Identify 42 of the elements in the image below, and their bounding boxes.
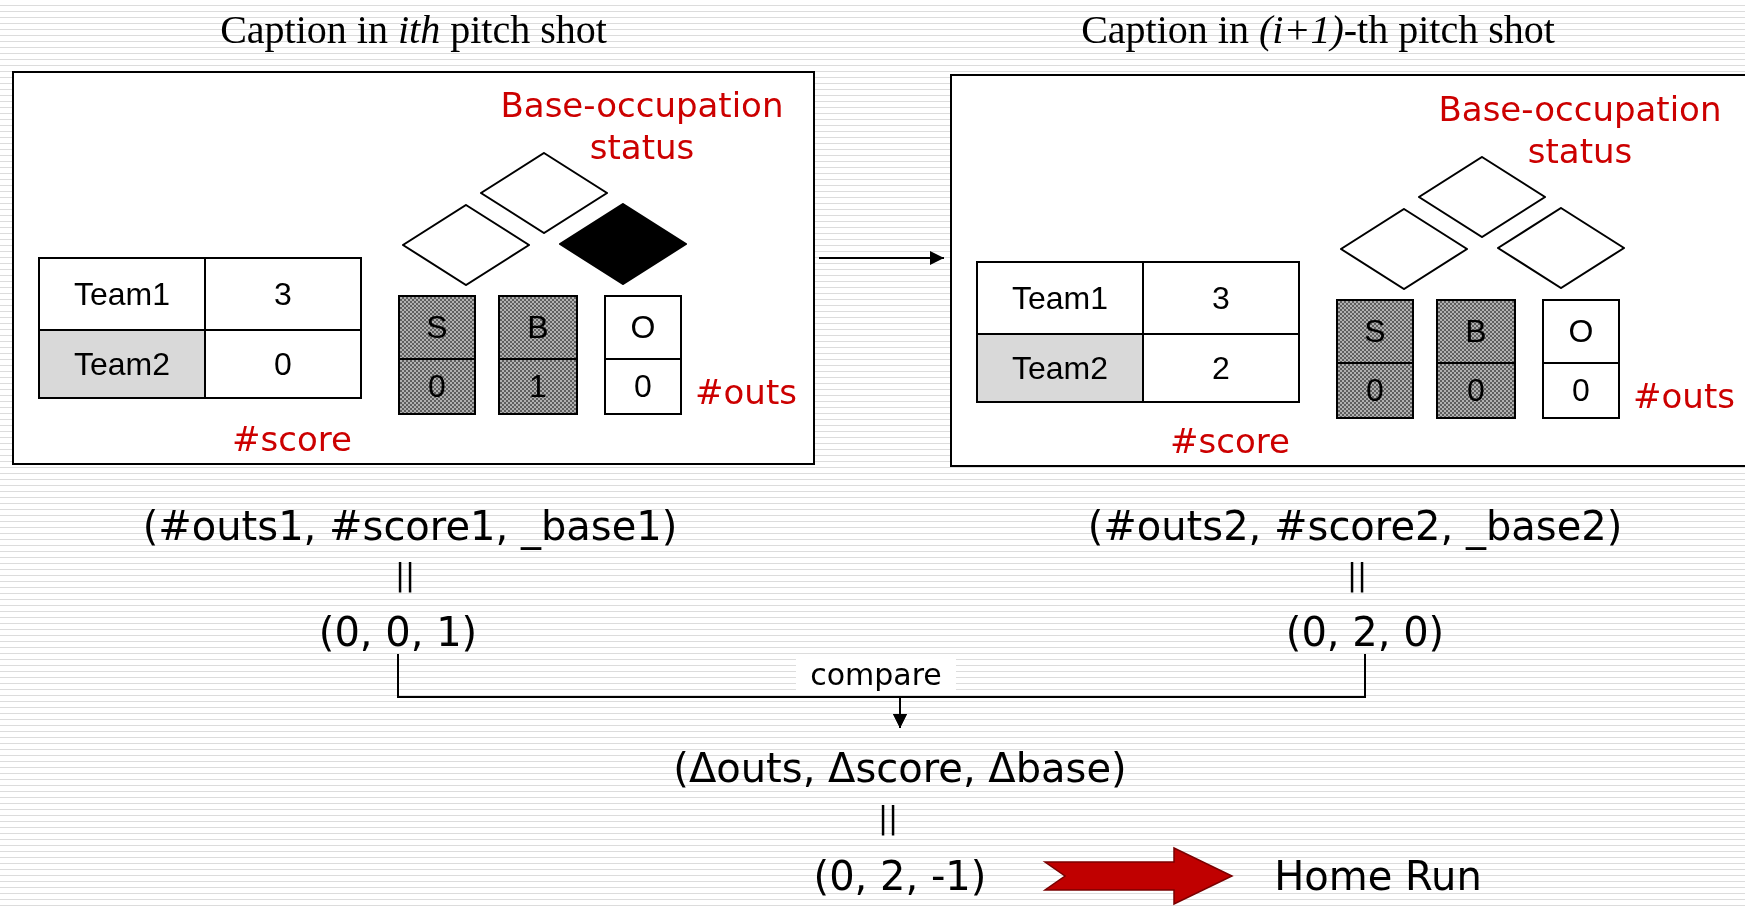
count-value-cell: 1: [498, 358, 578, 415]
delta-tuple-text: (Δouts, Δscore, Δbase): [620, 742, 1180, 794]
state-value-text: (0, 0, 1): [288, 606, 508, 658]
count-label-cell: B: [498, 295, 578, 360]
count-label-cell: S: [1336, 299, 1414, 364]
count-value-cell: 0: [604, 358, 682, 415]
score-cell: 3: [1142, 261, 1300, 335]
score-label: #score: [1169, 420, 1291, 462]
edge-label: compare: [796, 657, 956, 693]
state-tuple-text: (#outs1, #score1, _base1): [60, 500, 760, 552]
outs-label: #outs: [694, 371, 798, 413]
count-value-cell: 0: [1336, 362, 1414, 419]
score-cell: 2: [1142, 333, 1300, 403]
equals-sign: ||: [393, 556, 417, 595]
status-label: Base-occupation status: [1437, 88, 1723, 172]
count-label-cell: B: [1436, 299, 1516, 364]
state-tuple-text: (#outs2, #score2, _base2): [1005, 500, 1705, 552]
count-value-cell: 0: [1436, 362, 1516, 419]
count-value-cell: 0: [1542, 362, 1620, 419]
team-name-cell: Team2: [976, 333, 1144, 403]
status-label: Base-occupation status: [499, 84, 785, 168]
outs-label: #outs: [1632, 375, 1736, 417]
panel-caption: Caption in ith pitch shot: [219, 6, 608, 53]
team-name-cell: Team2: [38, 329, 206, 399]
equals-sign: ||: [876, 799, 900, 838]
score-cell: 0: [204, 329, 362, 399]
result-text: Home Run: [1248, 850, 1508, 902]
block-arrow: [1042, 846, 1234, 906]
team-name-cell: Team1: [38, 257, 206, 331]
panel-caption: Caption in (i+1)-th pitch shot: [1080, 6, 1556, 53]
equals-sign: ||: [1345, 556, 1369, 595]
count-value-cell: 0: [398, 358, 476, 415]
state-value-text: (0, 2, 0): [1255, 606, 1475, 658]
score-cell: 3: [204, 257, 362, 331]
bracket-arrow: [893, 653, 1366, 729]
team-name-cell: Team1: [976, 261, 1144, 335]
delta-value-text: (0, 2, -1): [780, 850, 1020, 902]
count-label-cell: O: [1542, 299, 1620, 364]
score-label: #score: [231, 418, 353, 460]
arrow: [818, 251, 945, 265]
count-label-cell: S: [398, 295, 476, 360]
count-label-cell: O: [604, 295, 682, 360]
